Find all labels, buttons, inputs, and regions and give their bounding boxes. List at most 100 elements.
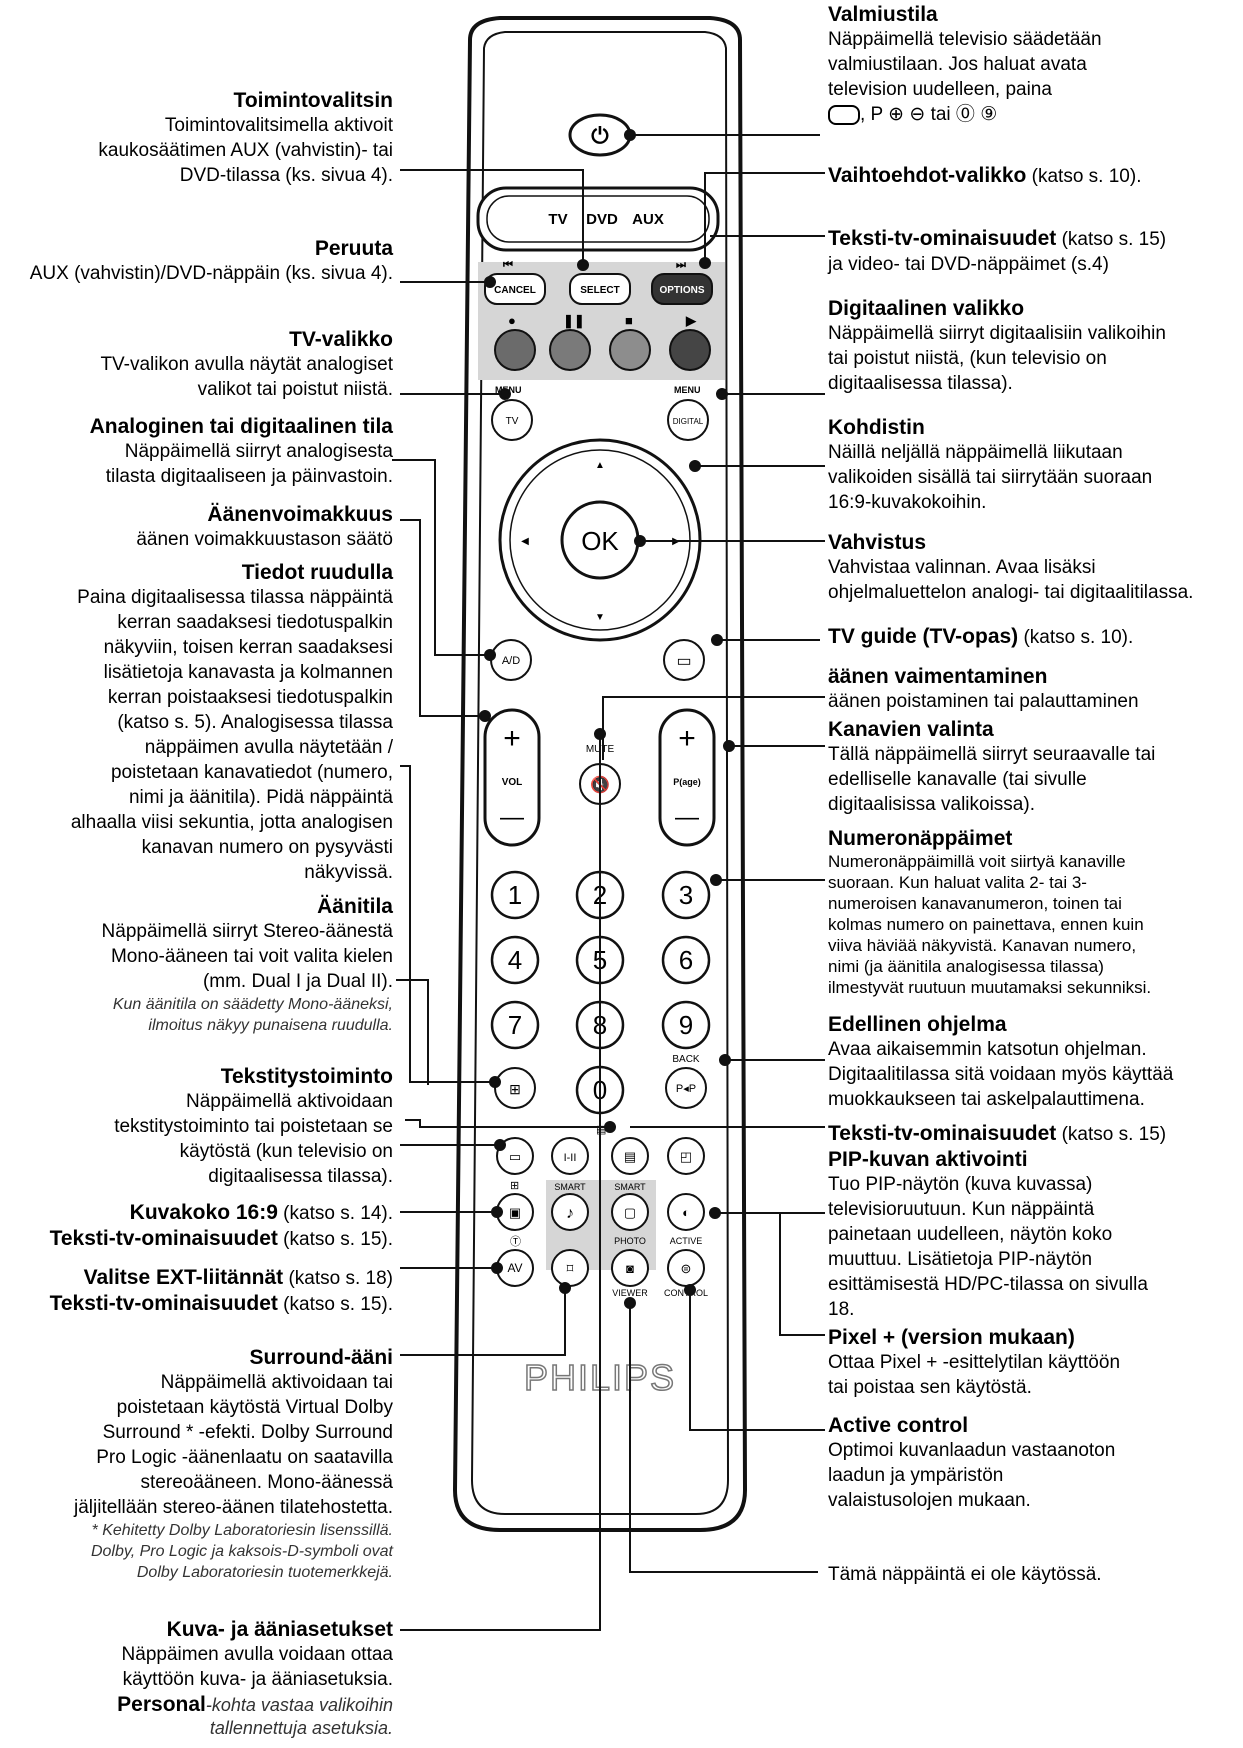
surround-icon: ⌑: [567, 1261, 574, 1276]
smart-sound-button[interactable]: ♪: [551, 1193, 589, 1231]
digit-6-button[interactable]: 6: [661, 935, 711, 985]
digital-menu-button[interactable]: DIGITAL: [667, 399, 709, 441]
pixel-icon: ◐: [682, 1205, 690, 1220]
previous-program-button[interactable]: P◂P: [665, 1067, 707, 1109]
annotation-line: Tuo PIP-näytön (kuva kuvassa): [828, 1174, 1093, 1195]
annotation-text: (katso s. 14).: [277, 1203, 393, 1224]
annotation-line: Tällä näppäimellä siirryt seuraavalle ta…: [828, 744, 1156, 765]
stop-icon: ■: [625, 313, 633, 328]
annotation-line: stereoääneen. Mono-äänessä: [140, 1472, 393, 1493]
split-icon: I-II: [564, 1152, 577, 1164]
annotation-key: Valitse EXT-liitännät: [83, 1266, 284, 1289]
aspect-icon: ▣: [509, 1205, 521, 1220]
skip-back-icon: ⏮: [503, 259, 513, 271]
select-label: SELECT: [580, 285, 619, 296]
power-button[interactable]: ⏻: [568, 113, 632, 157]
annotation-pixel-plus: Pixel + (version mukaan) Ottaa Pixel + -…: [828, 1325, 1238, 1400]
annotation-title: Kuva- ja ääniasetukset: [166, 1618, 393, 1641]
picture-icon: ▢: [624, 1205, 636, 1220]
annotation-pip: PIP-kuvan aktivointi Tuo PIP-näytön (kuv…: [828, 1147, 1238, 1322]
source-selector[interactable]: TV DVD AUX: [476, 186, 720, 252]
annotation-line: näkyvissä.: [304, 862, 393, 883]
green-button[interactable]: [549, 329, 591, 371]
annotation-mute: äänen vaimentaminen äänen poistaminen ta…: [828, 664, 1238, 714]
annotation-key: TV guide (TV-opas): [828, 625, 1019, 648]
skip-forward-icon: ⏭: [676, 259, 686, 271]
annotation-line: suoraan. Kun haluat valita 2- tai 3-: [828, 873, 1087, 892]
red-button[interactable]: [494, 329, 536, 371]
digital-label: DIGITAL: [673, 417, 704, 426]
teletext-button-2[interactable]: I-II: [551, 1137, 589, 1175]
digit-7-button[interactable]: 7: [490, 1000, 540, 1050]
cancel-button[interactable]: CANCEL ⏮: [484, 259, 546, 305]
teletext-button-1[interactable]: ▭: [496, 1137, 534, 1175]
annotation-numeronappaimet: Numeronäppäimet Numeronäppäimillä voit s…: [828, 826, 1238, 998]
active-control-icon: ⊜: [681, 1261, 692, 1276]
annotation-line: Näppäimellä aktivoidaan: [185, 1091, 393, 1112]
digit-3-button[interactable]: 3: [661, 870, 711, 920]
annotation-kuvakoko: Kuvakoko 16:9 (katso s. 14). Teksti-tv-o…: [50, 1200, 393, 1252]
note-icon: ♪: [566, 1205, 574, 1222]
arrow-down-icon[interactable]: ▼: [595, 612, 605, 623]
subtitle-button[interactable]: ⊞: [494, 1067, 536, 1109]
tv-menu-button[interactable]: TV: [491, 399, 533, 441]
source-aux-label: AUX: [632, 211, 664, 228]
select-button[interactable]: SELECT: [569, 273, 631, 305]
annotation-line: Teksti-tv-ominaisuudet (katso s. 15).: [50, 1226, 393, 1252]
photo-viewer-button[interactable]: ◙: [611, 1249, 649, 1287]
annotation-line: Digitaalitilassa sitä voidaan myös käytt…: [828, 1064, 1174, 1085]
digit-4-button[interactable]: 4: [490, 935, 540, 985]
digit-1-button[interactable]: 1: [490, 870, 540, 920]
annotation-line: kanavan numero on pysyvästi: [141, 837, 393, 858]
blue-button[interactable]: [669, 329, 711, 371]
annotation-title: Numeronäppäimet: [828, 827, 1013, 850]
annotation-line: esittämisestä HD/PC-tilassa on sivulla: [828, 1274, 1148, 1295]
annotation-title: TV-valikko: [289, 328, 393, 351]
tv-guide-button[interactable]: ▭: [663, 639, 705, 681]
ad-button[interactable]: A/D: [490, 639, 532, 681]
tv-label: TV: [506, 416, 519, 427]
pixel-plus-button[interactable]: ◐: [667, 1193, 705, 1231]
annotation-line: Teksti-tv-ominaisuudet (katso s. 15).: [50, 1291, 393, 1317]
pip-button[interactable]: ◰: [667, 1137, 705, 1175]
surround-button[interactable]: ⌑: [551, 1249, 589, 1287]
annotation-line: valikoiden sisällä tai siirrytään suoraa…: [828, 467, 1153, 488]
smart-picture-button[interactable]: ▢: [611, 1193, 649, 1231]
annotation-toimintovalitsin: Toimintovalitsin Toimintovalitsimella ak…: [98, 88, 393, 188]
ok-button[interactable]: OK: [560, 500, 640, 580]
annotation-line: käyttöön kuva- ja ääniasetuksia.: [122, 1669, 393, 1690]
annotation-line: äänen poistaminen tai palauttaminen: [828, 691, 1139, 712]
annotation-line: tai poistut niistä, (kun televisio on: [828, 348, 1107, 369]
yellow-button[interactable]: [609, 329, 651, 371]
annotation-line: ilmestyvät ruutuun muutamaksi sekunniksi…: [828, 978, 1152, 997]
annotation-title: Pixel + (version mukaan): [828, 1326, 1075, 1349]
annotation-title: Toimintovalitsin: [233, 89, 393, 112]
av-label: AV: [507, 1261, 522, 1275]
teletext-button-3[interactable]: ▤: [611, 1137, 649, 1175]
annotation-key: Teksti-tv-ominaisuudet: [828, 1122, 1057, 1145]
annotation-title: Peruuta: [314, 237, 393, 260]
annotation-title: Active control: [828, 1414, 969, 1437]
digit-label: 4: [508, 945, 522, 975]
annotation-line: TV guide (TV-opas) (katso s. 10).: [828, 624, 1238, 650]
active-control-button[interactable]: ⊜: [667, 1249, 705, 1287]
annotation-teksti-tv-2: Teksti-tv-ominaisuudet (katso s. 15): [828, 1121, 1238, 1147]
volume-rocker[interactable]: + VOL —: [483, 708, 541, 847]
source-tv-label: TV: [548, 211, 567, 228]
annotation-line: Avaa aikaisemmin katsotun ohjelman.: [828, 1039, 1147, 1060]
annotation-line: valikot tai poistut niistä.: [197, 379, 393, 400]
annotation-line: Tämä näppäintä ei ole käytössä.: [828, 1564, 1102, 1585]
annotation-line: poistetaan kanavatiedot (numero,: [110, 762, 393, 783]
arrow-left-icon[interactable]: ◀: [521, 536, 529, 547]
options-button[interactable]: OPTIONS ⏭: [651, 259, 713, 305]
av-button[interactable]: AV: [496, 1249, 534, 1287]
pip-icon: ◰: [680, 1149, 692, 1164]
digit-9-button[interactable]: 9: [661, 1000, 711, 1050]
annotation-title: Surround-ääni: [249, 1346, 393, 1369]
leader-lines: [392, 129, 825, 1631]
annotation-line: Paina digitaalisessa tilassa näppäintä: [77, 587, 393, 608]
arrow-up-icon[interactable]: ▲: [595, 460, 605, 471]
annotation-note: Kun äänitila on säädetty Mono-ääneksi,: [112, 996, 393, 1013]
page-rocker[interactable]: + P(age) —: [658, 708, 716, 847]
annotation-note: ilmoitus näkyy punaisena ruudulla.: [148, 1017, 393, 1034]
